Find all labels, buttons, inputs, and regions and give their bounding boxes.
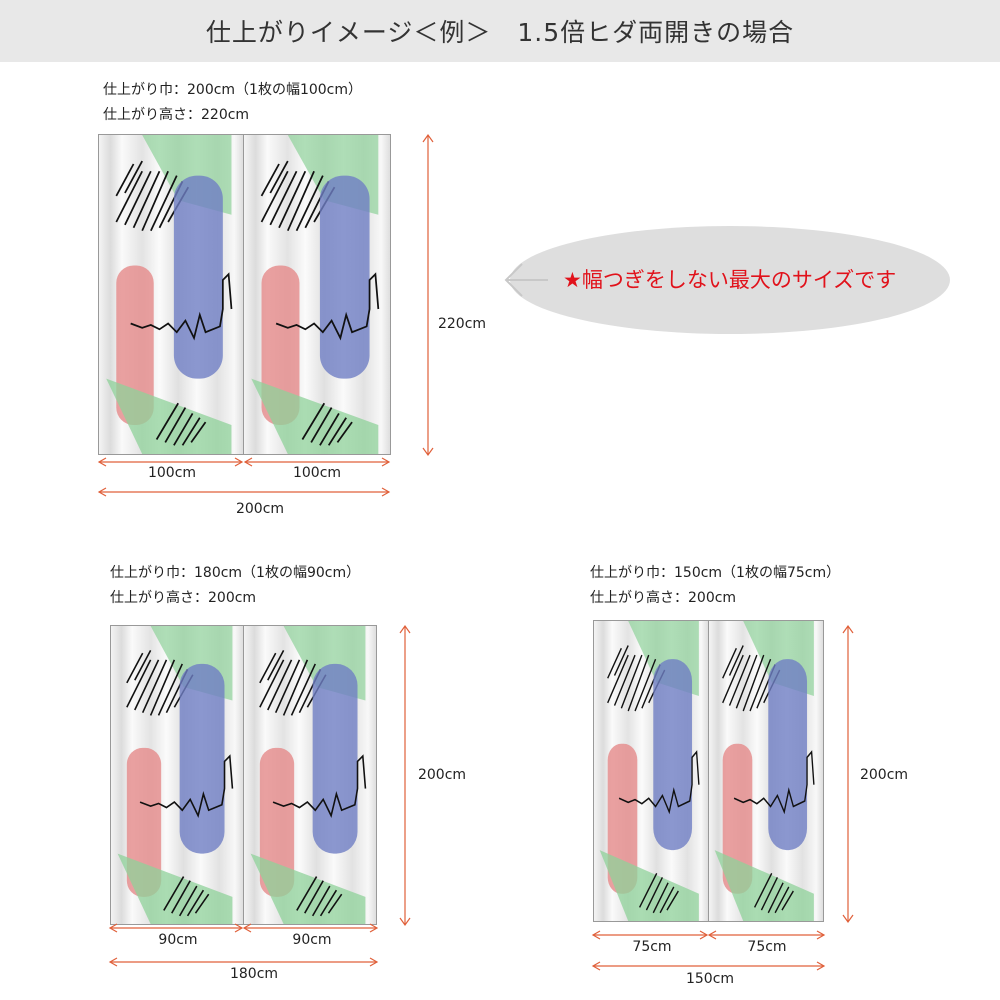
curtain-pattern-image: [709, 621, 823, 921]
curtain-pattern-image: [111, 626, 243, 924]
curtain-panel-left: [593, 620, 709, 922]
curtain-panel-left: [110, 625, 244, 925]
curtain-panel-left: [98, 134, 244, 455]
curtain-panel-right: [243, 625, 377, 925]
callout-bubble: [510, 226, 950, 334]
ex1-panel-arrows: [97, 457, 391, 467]
ex2-panel-dim-right: 90cm: [292, 932, 332, 948]
curtain-pattern-image: [244, 626, 376, 924]
ex2-total-arrow: [108, 957, 379, 967]
curtain-panel-right: [243, 134, 391, 455]
ex2-height-dim: 200cm: [417, 767, 467, 783]
callout-text: ★幅つぎをしない最大のサイズです: [563, 268, 897, 292]
curtain-pattern-image: [244, 135, 390, 454]
ex2-total-dim: 180cm: [229, 966, 279, 982]
ex1-width-label: 仕上がり巾：200cm（1枚の幅100cm）: [103, 82, 363, 98]
ex1-height-dim: 220cm: [437, 316, 487, 332]
ex3-panel-arrows: [591, 930, 826, 940]
curtain-panel-right: [708, 620, 824, 922]
ex2-panel-arrows: [108, 923, 379, 933]
ex2-width-label: 仕上がり巾：180cm（1枚の幅90cm）: [110, 565, 361, 581]
ex3-total-arrow: [591, 961, 826, 971]
ex1-height-label: 仕上がり高さ：220cm: [103, 107, 250, 123]
ex1-panel-dim-right: 100cm: [292, 465, 342, 481]
ex2-height-label: 仕上がり高さ：200cm: [110, 590, 257, 606]
ex3-height-arrow: [842, 624, 854, 924]
ex3-width-label: 仕上がり巾：150cm（1枚の幅75cm）: [590, 565, 841, 581]
ex3-panel-dim-right: 75cm: [747, 939, 787, 955]
ex3-height-label: 仕上がり高さ：200cm: [590, 590, 737, 606]
ex2-height-arrow: [399, 624, 411, 927]
curtain-pattern-image: [594, 621, 708, 921]
ex1-total-dim: 200cm: [235, 501, 285, 517]
ex3-panel-dim-left: 75cm: [632, 939, 672, 955]
ex3-total-dim: 150cm: [685, 971, 735, 987]
ex2-panel-dim-left: 90cm: [158, 932, 198, 948]
ex1-panel-dim-left: 100cm: [147, 465, 197, 481]
ex3-height-dim: 200cm: [859, 767, 909, 783]
ex1-height-arrow: [422, 133, 434, 457]
ex1-total-arrow: [97, 487, 391, 497]
curtain-pattern-image: [99, 135, 243, 454]
page-title: 仕上がりイメージ＜例＞ 1.5倍ヒダ両開きの場合: [0, 0, 1000, 62]
